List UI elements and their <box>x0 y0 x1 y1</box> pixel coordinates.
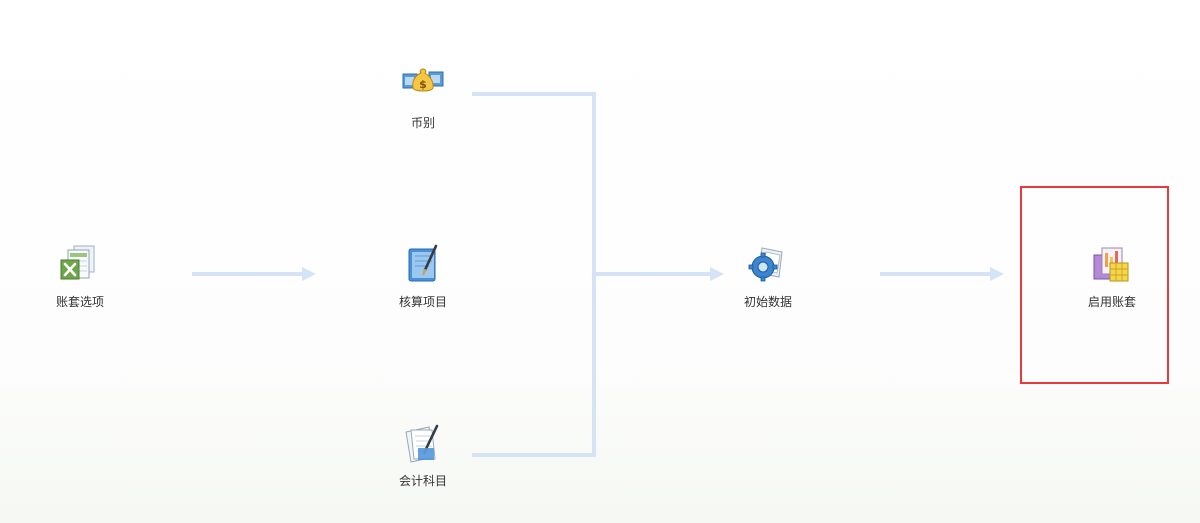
arrowhead-initial-to-enable <box>990 267 1004 281</box>
node-label-enable-account: 启用账套 <box>1087 295 1136 309</box>
connector-initial-to-enable <box>880 272 990 276</box>
node-label-accounting-items: 核算项目 <box>398 295 447 309</box>
node-account-options[interactable]: 账套选项 <box>20 243 140 310</box>
node-accounting-subjects[interactable]: 会计科目 <box>363 422 483 489</box>
document-pen-icon <box>405 424 439 463</box>
spreadsheet-settings-icon <box>60 245 95 280</box>
connector-merge-to-initial <box>596 272 710 276</box>
node-currency[interactable]: $ 币别 <box>363 64 483 131</box>
node-label-initial-data: 初始数据 <box>743 295 792 309</box>
svg-text:$: $ <box>419 78 427 91</box>
node-enable-account[interactable]: 启用账套 <box>1052 243 1172 310</box>
connector-options-to-items <box>192 272 302 276</box>
notebook-pen-icon <box>408 244 438 282</box>
node-accounting-items[interactable]: 核算项目 <box>363 243 483 310</box>
node-initial-data[interactable]: 初始数据 <box>708 243 828 310</box>
node-label-account-options: 账套选项 <box>55 295 104 309</box>
node-label-currency: 币别 <box>410 116 435 130</box>
connector-currency-horizontal <box>472 92 596 96</box>
chart-files-icon <box>1093 247 1129 282</box>
connector-subjects-horizontal <box>472 453 596 457</box>
node-label-accounting-subjects: 会计科目 <box>398 474 447 488</box>
arrowhead-merge-to-initial <box>710 267 724 281</box>
connector-vertical-merge <box>592 92 596 457</box>
arrowhead-options-to-items <box>302 267 316 281</box>
gear-document-icon <box>748 247 783 282</box>
money-bag-icon: $ <box>402 68 444 92</box>
